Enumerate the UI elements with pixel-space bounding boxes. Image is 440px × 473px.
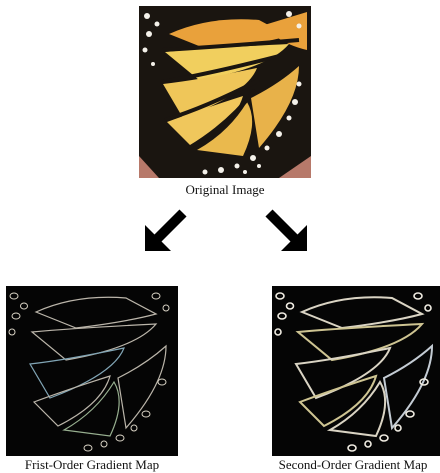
arrow-down-right-icon — [263, 207, 309, 253]
original-image-caption: Original Image — [139, 182, 311, 198]
original-image — [139, 6, 311, 178]
arrow-down-left-icon — [143, 207, 189, 253]
second-order-gradient-map — [272, 286, 440, 456]
first-order-gradient-map — [6, 286, 178, 456]
